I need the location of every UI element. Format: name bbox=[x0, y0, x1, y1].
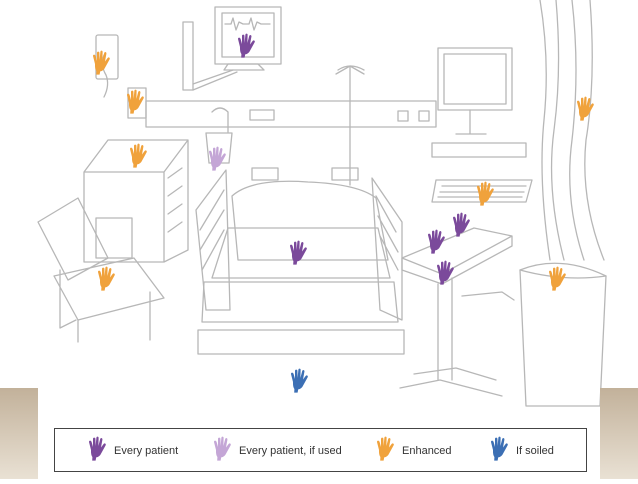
hand-marker-suction-canister bbox=[205, 146, 229, 172]
hand-marker-waste-bin bbox=[545, 266, 569, 292]
keyboard bbox=[431, 179, 533, 203]
legend-item-enhanced: Enhanced bbox=[373, 436, 452, 467]
legend-label: Every patient, if used bbox=[239, 445, 342, 457]
hand-icon bbox=[549, 266, 566, 291]
legend-item-if-soiled: If soiled bbox=[487, 436, 554, 467]
hand-marker-wall-outlet bbox=[89, 50, 113, 76]
legend-item-every-patient: Every patient bbox=[85, 436, 179, 467]
hand-marker-keyboard bbox=[473, 181, 497, 207]
legend-label: Enhanced bbox=[402, 445, 452, 457]
light-switch bbox=[127, 87, 147, 119]
hand-icon bbox=[373, 436, 397, 467]
computer-monitor bbox=[437, 47, 513, 111]
hand-marker-overbed-table-phone bbox=[449, 212, 473, 238]
hand-marker-floor bbox=[287, 368, 311, 394]
decorative-band-left bbox=[0, 388, 38, 479]
hand-icon bbox=[577, 96, 594, 121]
suction-canister bbox=[205, 107, 233, 164]
legend-label: Every patient bbox=[114, 445, 179, 457]
headwall-rail bbox=[145, 100, 437, 128]
iv-pole bbox=[335, 65, 365, 186]
legend-item-every-patient-if-used: Every patient, if used bbox=[210, 436, 342, 467]
legend-label: If soiled bbox=[516, 445, 554, 457]
privacy-curtain bbox=[539, 0, 605, 261]
patient-bed bbox=[231, 180, 389, 261]
hand-icon bbox=[85, 436, 109, 467]
hand-icon bbox=[291, 368, 308, 393]
hand-icon bbox=[487, 436, 511, 467]
hand-icon bbox=[428, 229, 445, 254]
hand-marker-curtain bbox=[573, 96, 597, 122]
hand-icon bbox=[210, 436, 234, 467]
hand-marker-light-switch bbox=[123, 89, 147, 115]
hand-icon bbox=[453, 212, 470, 237]
hand-icon bbox=[93, 50, 110, 75]
hand-icon bbox=[290, 240, 307, 265]
waste-bin bbox=[519, 262, 607, 407]
hand-marker-bed-mattress bbox=[286, 240, 310, 266]
hand-marker-overbed-table-remote bbox=[424, 229, 448, 255]
legend: Every patient Every patient, if used Enh… bbox=[54, 428, 587, 472]
hand-icon bbox=[209, 146, 226, 171]
decorative-band-right bbox=[600, 388, 638, 479]
hand-icon bbox=[127, 89, 144, 114]
hand-icon bbox=[130, 143, 147, 168]
hand-icon bbox=[437, 260, 454, 285]
hand-icon bbox=[477, 181, 494, 206]
hand-icon bbox=[98, 266, 115, 291]
hand-icon bbox=[238, 33, 255, 58]
hand-marker-chair-seat bbox=[94, 266, 118, 292]
hand-marker-monitor-screen bbox=[234, 33, 258, 59]
hand-marker-nightstand-top bbox=[126, 143, 150, 169]
hand-marker-overbed-table-surface bbox=[433, 260, 457, 286]
nightstand bbox=[83, 139, 189, 263]
